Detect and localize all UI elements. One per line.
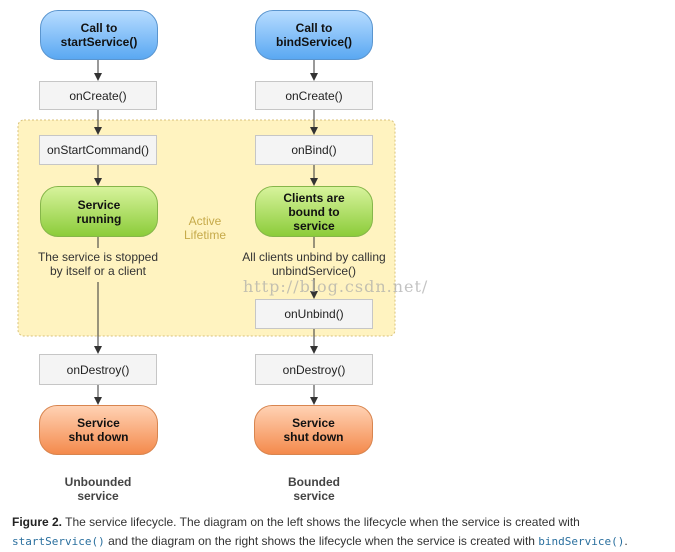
watermark-text: http://blog.csdn.net/: [243, 277, 429, 296]
on-unbind-box: onUnbind(): [255, 299, 373, 329]
caption-end: .: [624, 534, 628, 548]
on-destroy-box-left: onDestroy(): [39, 354, 157, 385]
caption-figure-number: Figure 2.: [12, 515, 63, 529]
bounded-service-label: Bounded service: [288, 475, 340, 503]
left-stop-note: The service is stopped by itself or a cl…: [37, 250, 159, 278]
on-bind-box: onBind(): [255, 135, 373, 165]
diagram-canvas: [17, 60, 396, 405]
service-shutdown-pill-left: Service shut down: [39, 405, 158, 455]
caption-code-start-service[interactable]: startService(): [12, 535, 105, 548]
unbounded-service-label: Unbounded service: [64, 475, 132, 503]
on-destroy-box-right: onDestroy(): [255, 354, 373, 385]
clients-bound-pill: Clients are bound to service: [255, 186, 373, 237]
bind-service-pill: Call to bindService(): [255, 10, 373, 60]
on-create-box-left: onCreate(): [39, 81, 157, 110]
start-service-pill: Call to startService(): [40, 10, 158, 60]
on-create-box-right: onCreate(): [255, 81, 373, 110]
service-shutdown-pill-right: Service shut down: [254, 405, 373, 455]
figure-caption: Figure 2. The service lifecycle. The dia…: [12, 513, 670, 551]
caption-text-1: The service lifecycle. The diagram on th…: [65, 515, 580, 529]
service-running-pill: Service running: [40, 186, 158, 237]
caption-code-bind-service[interactable]: bindService(): [538, 535, 625, 548]
active-lifetime-label: Active Lifetime: [183, 214, 227, 242]
service-lifecycle-diagram: Call to startService() onCreate() onStar…: [17, 10, 429, 503]
on-start-command-box: onStartCommand(): [39, 135, 157, 165]
caption-text-2: and the diagram on the right shows the l…: [108, 534, 535, 548]
right-unbind-note: All clients unbind by calling unbindServ…: [242, 250, 386, 278]
active-lifetime-zone: [17, 119, 396, 337]
